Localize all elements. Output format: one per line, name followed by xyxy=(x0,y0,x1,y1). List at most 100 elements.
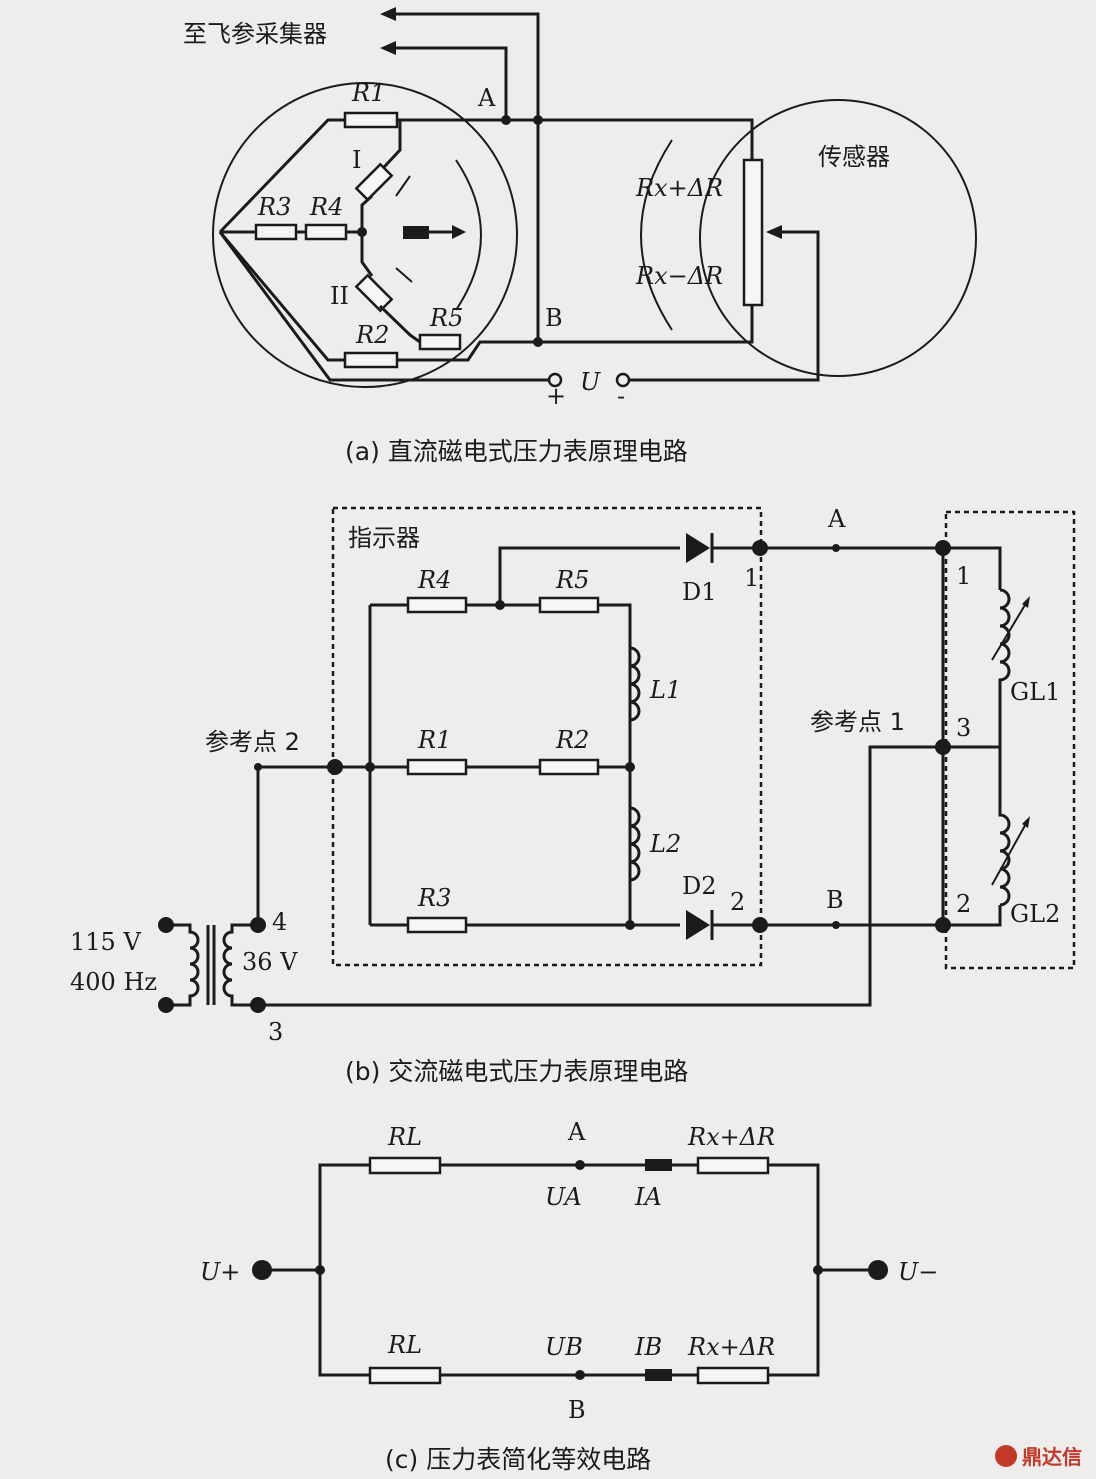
label-D1: D1 xyxy=(682,578,717,606)
terminal-2-indicator-label: 2 xyxy=(730,888,745,916)
junction-left-mid xyxy=(365,762,375,772)
coil-I-arrow xyxy=(395,175,411,197)
gl2-variable-arrow xyxy=(991,819,1029,886)
label-R5: R5 xyxy=(429,304,463,332)
terminal-2-sensor xyxy=(935,917,951,933)
transformer-core xyxy=(206,925,216,1005)
label-c-Rx-bottom: Rx+ΔR xyxy=(687,1333,775,1361)
rx-minus-label: Rx−ΔR xyxy=(635,262,723,290)
gl1-coil xyxy=(998,588,1011,747)
label-GL2: GL2 xyxy=(1010,900,1060,928)
terminal-3-source-label: 3 xyxy=(268,1018,283,1046)
ammeter-IB xyxy=(645,1369,672,1381)
transformer-primary xyxy=(166,923,200,1007)
coil-I xyxy=(354,162,394,202)
junction-ref2-left xyxy=(254,763,262,771)
sensor-inner-arc xyxy=(640,139,673,331)
to-collector-label: 至飞参采集器 xyxy=(183,20,327,48)
output-lead-1 xyxy=(392,12,540,120)
resistor-R3 xyxy=(254,223,298,241)
label-c-uplus: U+ xyxy=(200,1258,240,1286)
diode-D2 xyxy=(686,910,710,940)
diagram-a: 至飞参采集器 I II R1 R3 R4 R2 R5 xyxy=(183,7,977,466)
gl2-coil xyxy=(998,747,1011,907)
node-A2-dot xyxy=(533,115,543,125)
label-b-R1: R1 xyxy=(417,726,451,754)
pointer-arrow xyxy=(452,225,466,239)
junction-r4r5 xyxy=(495,600,505,610)
sensor-potentiometer xyxy=(742,158,764,307)
resistor-b-R4 xyxy=(406,596,468,614)
terminal-minus xyxy=(615,372,631,388)
label-b-R2: R2 xyxy=(555,726,589,754)
voltage-U-label: U xyxy=(580,368,601,396)
resistor-R5 xyxy=(418,333,462,351)
terminal-2-sensor-label: 2 xyxy=(956,890,971,918)
source-voltage-label: 115 V xyxy=(70,928,141,956)
resistor-R2 xyxy=(343,351,399,369)
terminal-ref2 xyxy=(327,759,343,775)
resistor-b-R5 xyxy=(538,596,600,614)
ref-point-2-label: 参考点 2 xyxy=(205,728,300,756)
rx-plus-label: Rx+ΔR xyxy=(635,174,723,202)
ammeter-IA xyxy=(645,1159,672,1171)
sensor-circle xyxy=(699,99,977,377)
watermark-logo-icon xyxy=(995,1445,1017,1467)
node-A-label: A xyxy=(477,84,496,112)
wire-D1 xyxy=(498,546,680,605)
resistor-c-Rx-bottom xyxy=(696,1366,770,1385)
label-D2: D2 xyxy=(682,872,717,900)
junction-c-left xyxy=(315,1265,325,1275)
wiper-arrow xyxy=(766,225,782,239)
wire-c-bottom xyxy=(318,1270,645,1377)
plus-sign: + xyxy=(546,382,566,410)
coil-II-lead xyxy=(378,304,421,344)
label-c-IB: IB xyxy=(634,1333,662,1361)
coil-II xyxy=(354,273,394,313)
output-arrow-1 xyxy=(380,7,396,21)
label-c-Rx-top: Rx+ΔR xyxy=(687,1123,775,1151)
dial-arc xyxy=(455,159,482,311)
terminal-plus xyxy=(547,372,563,388)
junction-right-mid xyxy=(625,762,635,772)
wire-D2-out xyxy=(712,905,1002,927)
node-c-A xyxy=(575,1160,585,1170)
label-c-UB: UB xyxy=(545,1333,583,1361)
ref-point-1-label: 参考点 1 xyxy=(810,708,905,736)
node-junction-dot xyxy=(357,227,367,237)
terminal-1-sensor-label: 1 xyxy=(956,562,971,590)
label-R3: R3 xyxy=(257,193,291,221)
resistor-R1 xyxy=(343,111,399,129)
coil-II-label: II xyxy=(330,282,349,310)
wire-bridge-lower xyxy=(218,231,538,362)
label-b-R5: R5 xyxy=(555,566,589,594)
caption-c: (c) 压力表简化等效电路 xyxy=(385,1445,651,1474)
coil-junction-wire xyxy=(360,194,374,277)
resistor-c-Rx-top xyxy=(696,1156,770,1175)
node-b-A xyxy=(832,544,840,552)
terminal-4-label: 4 xyxy=(272,908,287,936)
wire-ref2 xyxy=(256,765,335,925)
wire-D1-out xyxy=(712,546,1002,590)
resistor-c-RL-top xyxy=(368,1156,442,1175)
label-b-R4: R4 xyxy=(417,566,451,594)
label-c-UA: UA xyxy=(545,1183,582,1211)
label-c-B: B xyxy=(568,1396,586,1424)
junction-c-right xyxy=(813,1265,823,1275)
diagram-b: 指示器 R4 R5 R1 R2 R3 L1 L2 D1 xyxy=(70,505,1076,1086)
label-c-RL-bottom: RL xyxy=(387,1331,422,1359)
terminal-3-sensor-label: 3 xyxy=(956,714,971,742)
label-R4: R4 xyxy=(309,193,343,221)
node-B-dot xyxy=(533,337,543,347)
terminal-1-indicator xyxy=(752,540,768,556)
caption-b: (b) 交流磁电式压力表原理电路 xyxy=(345,1057,688,1086)
terminal-2-indicator xyxy=(752,917,768,933)
label-R1: R1 xyxy=(351,79,385,107)
node-B-label: B xyxy=(545,304,563,332)
gl2-arrowhead xyxy=(1022,816,1030,828)
indicator-label: 指示器 xyxy=(348,524,420,552)
node-b-B-label: B xyxy=(826,886,844,914)
resistor-b-R2 xyxy=(538,758,600,776)
diagram-c: RL RL A B UA UB IA IB Rx+ΔR Rx+ΔR U+ U− … xyxy=(200,1118,938,1474)
resistor-b-R1 xyxy=(406,758,468,776)
